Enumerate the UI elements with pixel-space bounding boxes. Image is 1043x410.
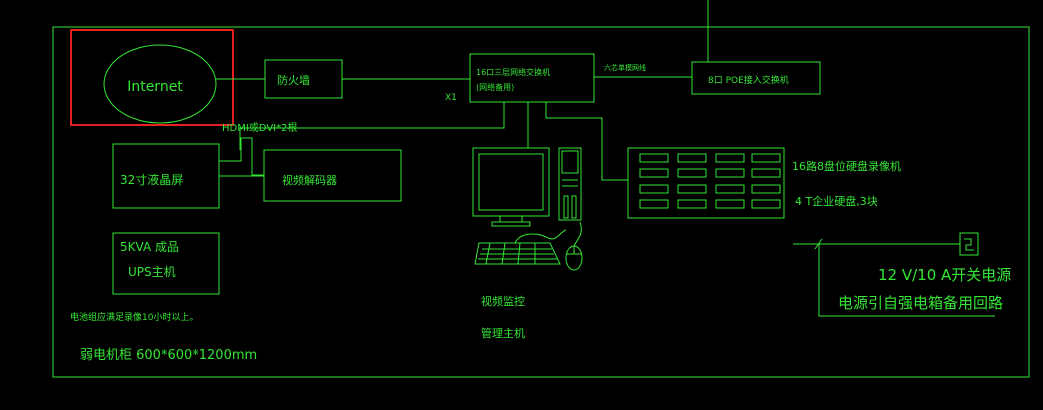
fiber-label: 六芯单模网线 xyxy=(604,63,646,72)
firewall-label: 防火墙 xyxy=(277,73,310,87)
monitor-host-line2: 管理主机 xyxy=(481,326,525,340)
video-decoder-label: 视频解码器 xyxy=(282,173,337,187)
mouse-icon[interactable] xyxy=(565,245,583,271)
cabinet-label: 弱电机柜 600*600*1200mm xyxy=(80,348,257,363)
pc-tower-icon[interactable] xyxy=(558,147,582,221)
power-supply-icon[interactable] xyxy=(959,232,979,256)
hdmi-cable-1 xyxy=(219,137,264,176)
power-label-line2: 电源引自强电箱备用回路 xyxy=(838,294,1003,312)
keyboard-cable xyxy=(514,229,567,244)
ups-label-line1: 5KVA 成品 xyxy=(120,240,179,254)
computer-monitor-icon[interactable] xyxy=(472,147,550,227)
disk-array-icon[interactable] xyxy=(627,147,785,219)
switch-label-line2: (网络备用) xyxy=(476,82,514,92)
power-label-line1: 12 V/10 A开关电源 xyxy=(878,266,1011,284)
lcd-screen-label: 32寸液晶屏 xyxy=(120,172,183,187)
internet-label: Internet xyxy=(127,79,183,95)
poe-switch-label: 8口 POE接入交换机 xyxy=(708,74,789,86)
switch-label-line1: 16口三层网络交换机 xyxy=(476,67,550,77)
ups-box[interactable] xyxy=(112,232,220,295)
link-switch-nvr xyxy=(545,102,628,181)
x1-label: X1 xyxy=(445,93,457,103)
battery-note: 电池组应满足录像10小时以上。 xyxy=(70,311,198,323)
drawing-border xyxy=(52,26,1030,378)
monitor-host-line1: 视频监控 xyxy=(481,294,525,308)
selection-box xyxy=(70,29,234,126)
power-branch-line xyxy=(818,244,995,317)
video-decoder-box[interactable] xyxy=(263,149,402,202)
mouse-cable xyxy=(573,221,582,247)
nvr-label-line1: 16路8盘位硬盘录像机 xyxy=(792,159,901,173)
ups-label-line2: UPS主机 xyxy=(128,265,176,279)
core-switch-box[interactable] xyxy=(469,53,595,103)
link-switch-decoder xyxy=(239,102,505,150)
nvr-label-line2: 4 T企业硬盘,3块 xyxy=(795,194,878,208)
hdmi-label: HDMI或DVI*2根 xyxy=(222,121,297,134)
internet-cloud[interactable] xyxy=(103,44,217,124)
lcd-screen-box[interactable] xyxy=(112,143,220,209)
keyboard-icon[interactable] xyxy=(474,242,561,265)
poe-switch-box[interactable] xyxy=(691,61,821,95)
